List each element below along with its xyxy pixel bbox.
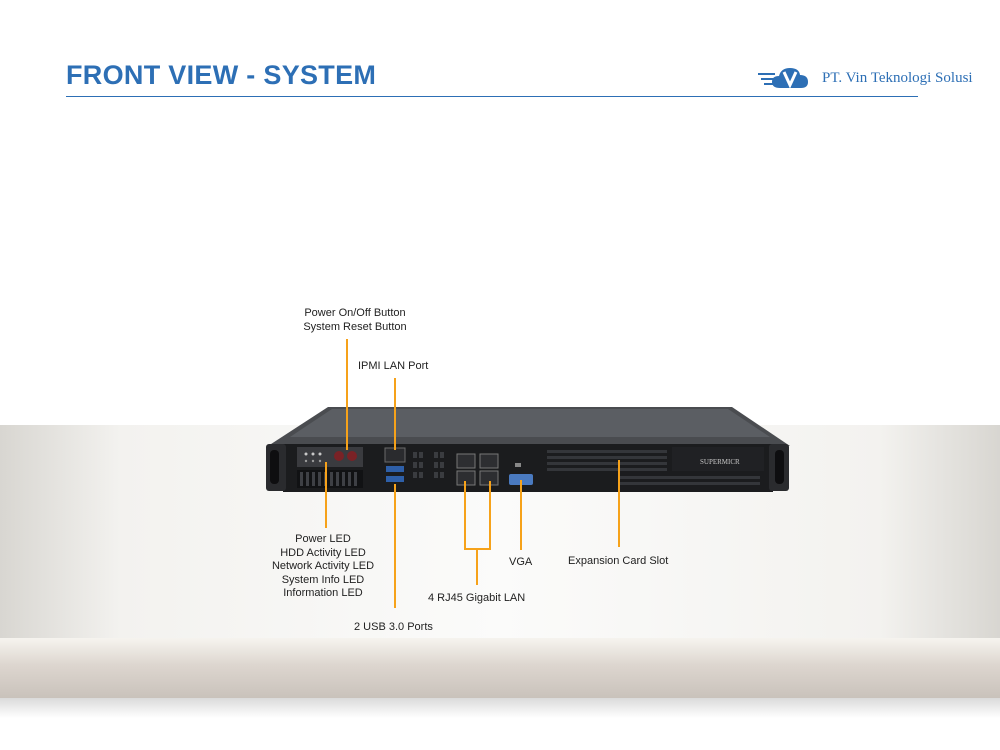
- lan-port-1[interactable]: [456, 453, 476, 469]
- label-leds: Power LED HDD Activity LED Network Activ…: [258, 533, 388, 601]
- server-brand-label: SUPERMICR: [700, 458, 740, 466]
- vga-port[interactable]: [509, 474, 533, 485]
- callout-line-leds: [325, 462, 327, 528]
- usb-port-2[interactable]: [386, 476, 404, 482]
- label-vga: VGA: [509, 556, 533, 568]
- lan-port-3[interactable]: [456, 470, 476, 486]
- callout-line-lan-b: [489, 481, 491, 550]
- callout-line-vga: [520, 480, 522, 550]
- label-power-button: Power On/Off Button: [304, 307, 406, 319]
- label-system-info-led: System Info LED: [281, 573, 365, 586]
- label-power-led: Power LED: [295, 533, 351, 545]
- page-title: FRONT VIEW - SYSTEM: [66, 60, 377, 90]
- status-leds: [304, 452, 322, 463]
- label-hdd-led: HDD Activity LED: [280, 546, 366, 559]
- callout-line-power: [346, 339, 348, 450]
- callout-line-lan-a: [464, 481, 466, 550]
- callout-line-ipmi: [394, 378, 396, 450]
- label-lan: 4 RJ45 Gigabit LAN: [428, 592, 526, 604]
- label-expansion: Expansion Card Slot: [568, 555, 669, 567]
- label-usb: 2 USB 3.0 Ports: [354, 621, 433, 633]
- usb-port-1[interactable]: [386, 466, 404, 472]
- brand: PT. Vin Teknologi Solusi: [758, 63, 973, 93]
- cloud-logo-icon: [758, 68, 808, 89]
- ipmi-lan-port[interactable]: [384, 447, 406, 463]
- callout-line-usb: [394, 484, 396, 608]
- lan-port-2[interactable]: [479, 453, 499, 469]
- label-ipmi: IPMI LAN Port: [358, 360, 429, 372]
- expansion-card-slot[interactable]: [672, 447, 764, 471]
- brand-name: PT. Vin Teknologi Solusi: [822, 69, 973, 86]
- reset-button[interactable]: [347, 451, 357, 461]
- shelf-shadow: [0, 698, 1000, 718]
- power-button[interactable]: [334, 451, 344, 461]
- title-underline: [66, 96, 918, 97]
- callout-line-expansion: [618, 460, 620, 547]
- label-information-led: Information LED: [283, 587, 363, 599]
- label-network-led: Network Activity LED: [271, 560, 375, 572]
- callout-line-lan-down: [476, 548, 478, 585]
- shelf-edge: [0, 638, 1000, 698]
- label-reset-button: System Reset Button: [303, 320, 407, 333]
- label-power-reset: Power On/Off Button System Reset Button: [290, 307, 420, 334]
